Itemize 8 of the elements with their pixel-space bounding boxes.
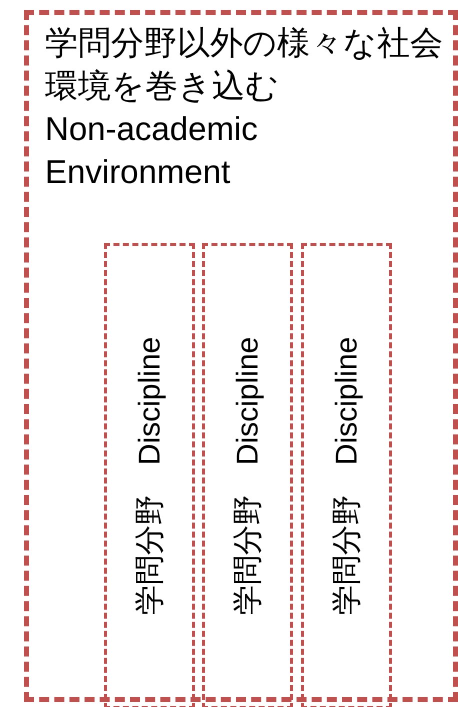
discipline-label: 学問分野 Discipline xyxy=(132,336,167,616)
heading-text: Non-academic Environment xyxy=(45,109,259,192)
discipline-label: 学問分野 Discipline xyxy=(329,336,364,616)
heading-text: 学問分野以外の様々な社会環境を巻き込む xyxy=(45,23,444,106)
discipline-box xyxy=(104,243,195,707)
discipline-box xyxy=(202,243,293,707)
discipline-label: 学問分野 Discipline xyxy=(230,336,265,616)
discipline-box xyxy=(301,243,392,707)
